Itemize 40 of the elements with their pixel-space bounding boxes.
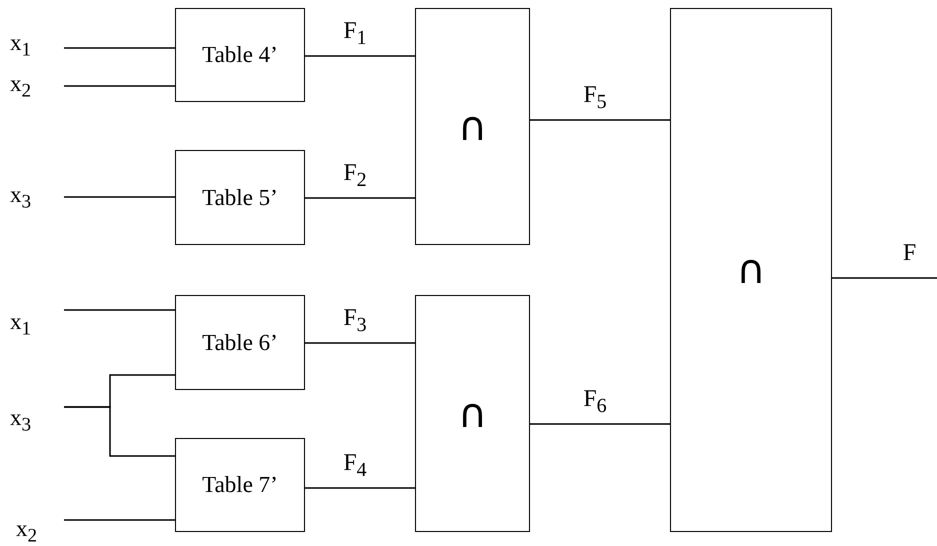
connector-line: [64, 406, 175, 457]
table-block: [175, 8, 305, 102]
table-label: Table 7’: [202, 472, 278, 498]
intersection-block: [670, 8, 832, 532]
connector-line: [305, 487, 415, 489]
signal-label: F$_{5}$: [583, 82, 607, 114]
connector-line: [530, 119, 670, 121]
connector-line: [305, 197, 415, 199]
input-variable: x$_{2}$: [16, 516, 38, 546]
table-label: Table 6’: [202, 330, 278, 356]
intersection-symbol: ∩: [736, 247, 766, 293]
connector-line: [64, 309, 175, 311]
connector-line: [832, 277, 937, 279]
intersection-block: [415, 295, 530, 532]
signal-label: F$_{3}$: [343, 305, 367, 337]
connector-line: [64, 196, 175, 198]
input-variable: x$_{3}$: [10, 405, 32, 437]
connector-line: [64, 47, 175, 49]
table-label: Table 5’: [202, 184, 278, 210]
signal-label: F: [902, 240, 916, 267]
input-variable: x$_{1}$: [10, 30, 32, 62]
table-label: Table 4’: [202, 42, 278, 68]
input-variable: x$_{3}$: [10, 182, 32, 214]
signal-label: F$_{6}$: [583, 386, 607, 418]
table-block: [175, 295, 305, 390]
input-variable: x$_{2}$: [10, 71, 32, 103]
signal-label: F$_{4}$: [343, 450, 367, 482]
connector-line: [305, 342, 415, 344]
connector-line: [305, 55, 415, 57]
intersection-symbol: ∩: [458, 390, 488, 436]
signal-label: F$_{2}$: [343, 160, 367, 192]
table-block: [175, 150, 305, 245]
table-block: [175, 438, 305, 532]
signal-label: F$_{1}$: [343, 18, 367, 50]
connector-line: [64, 85, 175, 87]
input-variable: x$_{1}$: [10, 309, 32, 341]
intersection-block: [415, 8, 530, 245]
connector-line: [530, 423, 670, 425]
intersection-symbol: ∩: [458, 104, 488, 150]
connector-line: [64, 519, 175, 521]
